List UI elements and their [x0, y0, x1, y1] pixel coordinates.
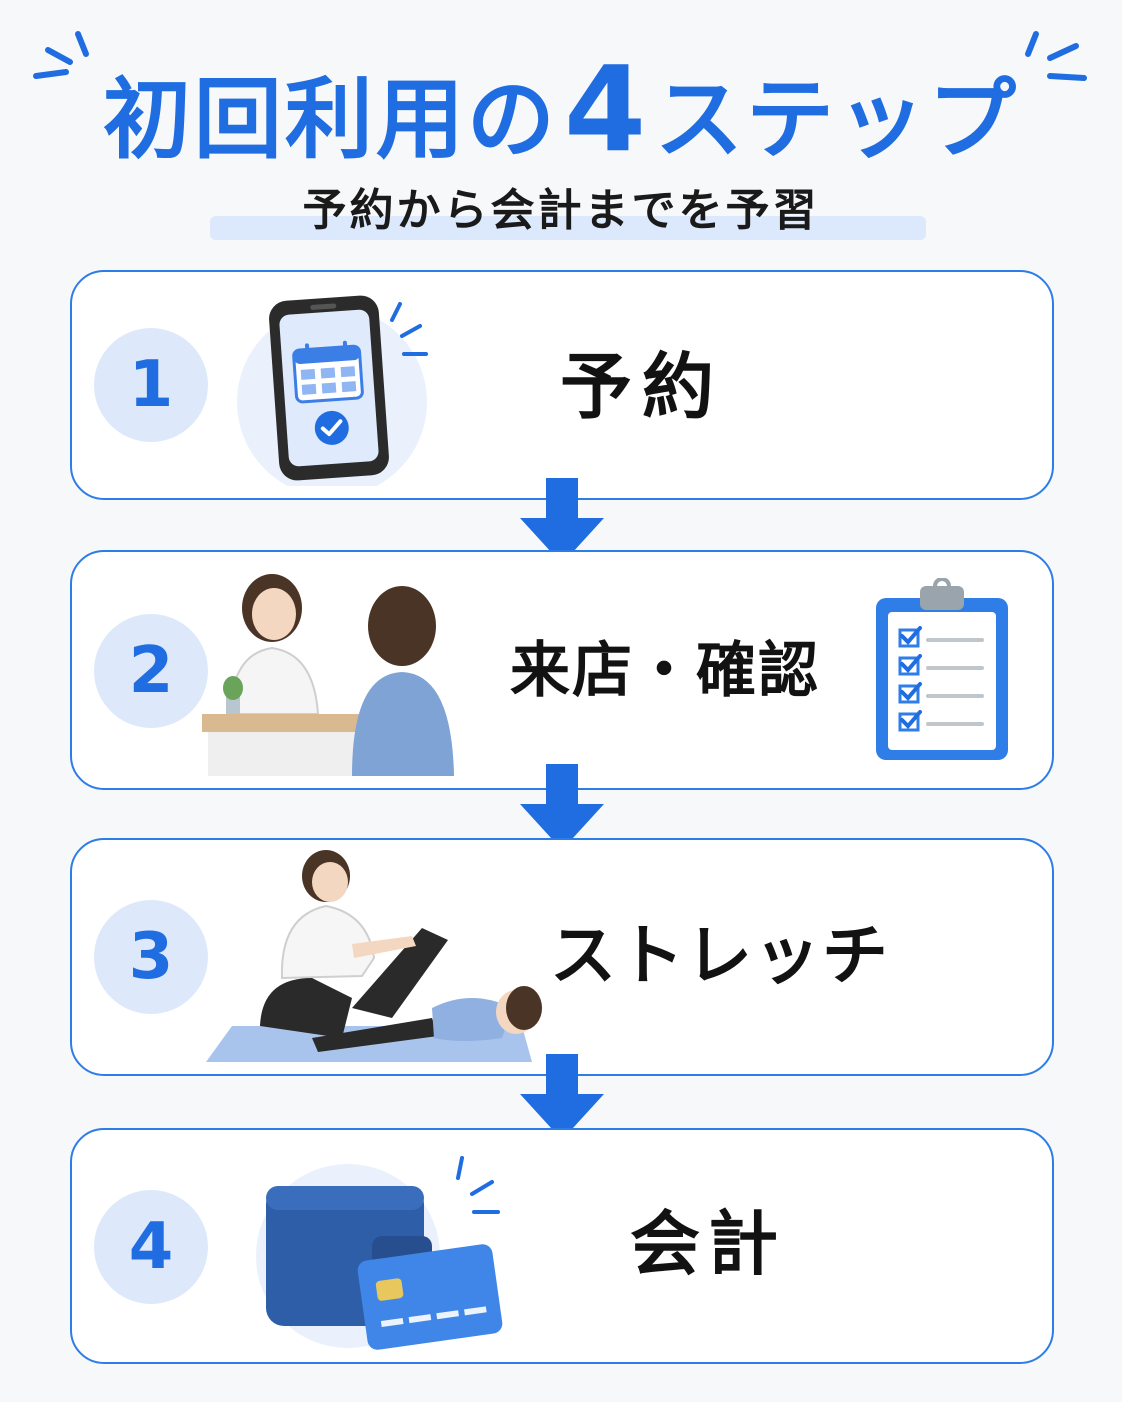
step-3-card: 3 ストレッチ — [70, 838, 1054, 1076]
title-prefix: 初回利用の — [102, 68, 558, 171]
step-2-card: 2 来店・確認 — [70, 550, 1054, 790]
step-3-number: 3 — [94, 900, 208, 1014]
title-sparkle-left-icon — [33, 31, 89, 79]
arrow-down-icon — [520, 478, 604, 564]
title-suffix: ステップ — [655, 68, 1020, 171]
step-2-number: 2 — [94, 614, 208, 728]
page-title: 初回利用の4ステップ — [0, 44, 1122, 174]
subtitle: 予約から会計までを予習 — [302, 185, 820, 236]
arrow-down-icon — [520, 764, 604, 850]
step-4-number: 4 — [94, 1190, 208, 1304]
step-2-label: 来店・確認 — [510, 636, 820, 706]
wallet-credit-card-icon — [256, 1156, 503, 1350]
step-1-number: 1 — [94, 328, 208, 442]
reception-staff-customer-icon — [202, 574, 454, 776]
step-1-card: 1 予約 — [70, 270, 1054, 500]
step-4-card: 4 会計 — [70, 1128, 1054, 1364]
step-1-label: 予約 — [560, 345, 725, 429]
step-3-label: ストレッチ — [550, 917, 890, 994]
arrow-down-icon — [520, 1054, 604, 1140]
title-number: 4 — [563, 40, 650, 178]
step-4-label: 会計 — [630, 1203, 786, 1285]
smartphone-calendar-check-icon — [237, 295, 428, 486]
assisted-stretch-icon — [206, 850, 542, 1062]
title-sparkle-right-icon — [1025, 31, 1087, 81]
subtitle-highlight — [210, 216, 926, 240]
clipboard-checklist-icon — [876, 578, 1008, 760]
